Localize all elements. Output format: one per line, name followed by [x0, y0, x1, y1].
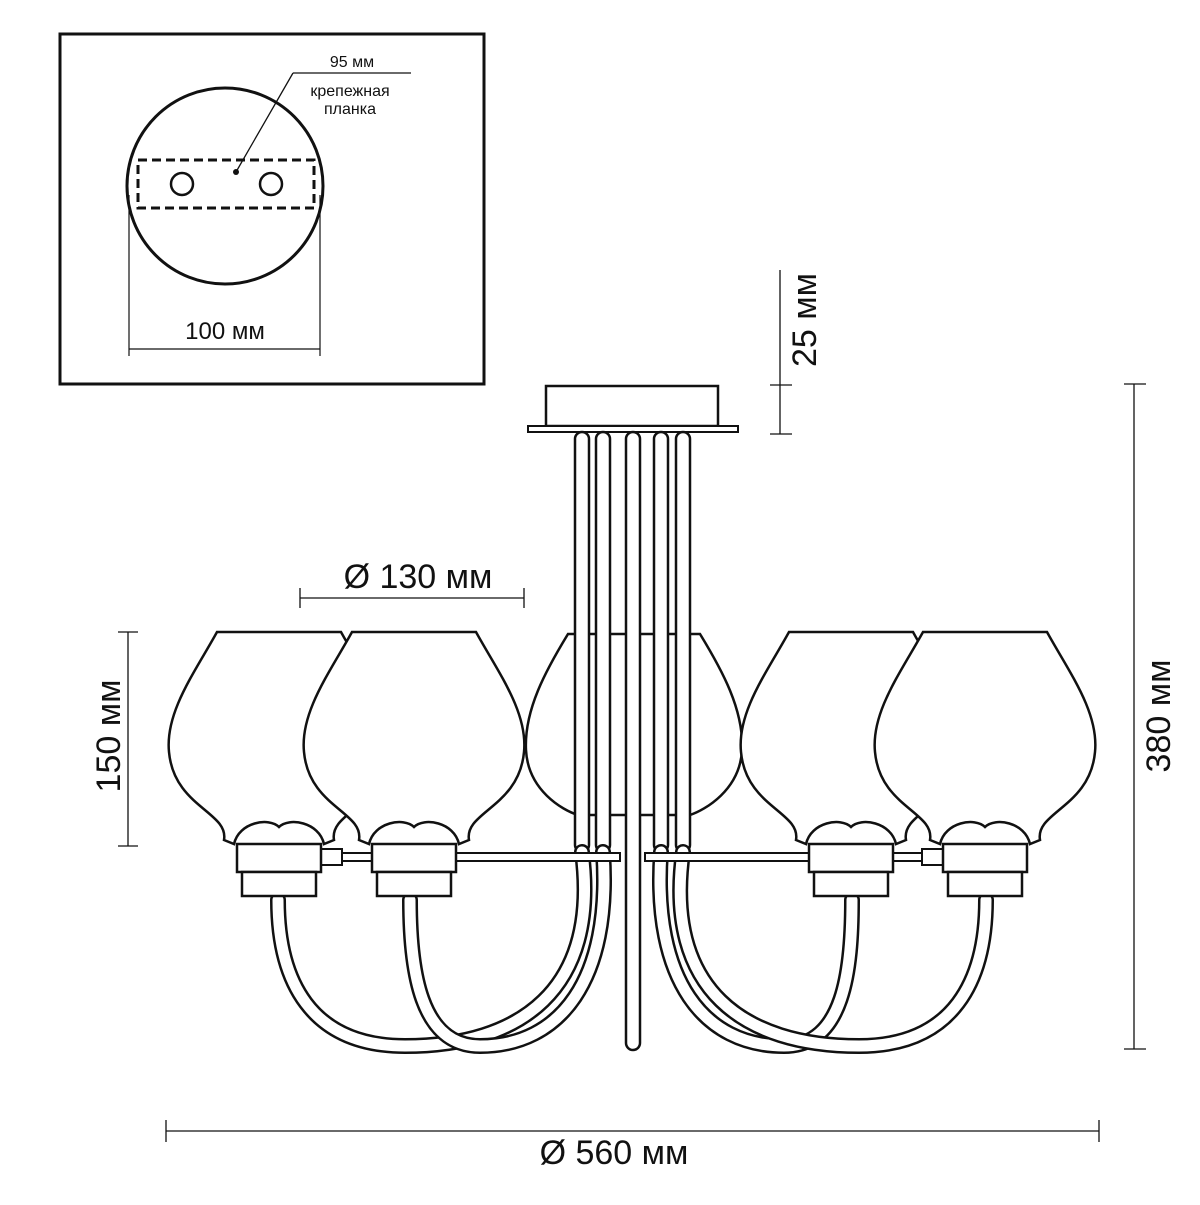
canopy-circle — [125, 86, 325, 286]
overall-diameter-dimension: Ø 560 мм — [165, 1120, 1100, 1172]
shade-diameter-dimension: Ø 130 мм — [299, 558, 525, 608]
plate-name-line2: планка — [324, 101, 376, 118]
shade-height-label: 150 мм — [90, 680, 128, 793]
central-stem-tubes — [573, 430, 692, 1052]
canopy-height-dimension: 25 мм — [770, 270, 824, 435]
mounting-inset: 95 мм крепежная планка 100 мм — [58, 32, 486, 386]
plate-hole-left — [169, 171, 195, 197]
plate-width-label: 95 мм — [330, 54, 374, 71]
plate-hole-right — [258, 171, 284, 197]
mounting-plate — [136, 158, 316, 210]
shade-diameter-label: Ø 130 мм — [344, 558, 493, 596]
chandelier — [167, 384, 1097, 1055]
canopy-height-label: 25 мм — [786, 273, 824, 367]
plate-name-line1: крепежная — [310, 83, 389, 100]
curved-arms — [270, 844, 994, 1055]
canopy — [544, 384, 720, 428]
canopy-width-label: 100 мм — [185, 318, 265, 345]
plate-leader-line — [235, 72, 294, 173]
overall-diameter-label: Ø 560 мм — [540, 1134, 689, 1172]
total-height-label: 380 мм — [1140, 660, 1178, 773]
total-height-dimension: 380 мм — [1124, 383, 1178, 1050]
shade-height-dimension: 150 мм — [90, 631, 138, 847]
